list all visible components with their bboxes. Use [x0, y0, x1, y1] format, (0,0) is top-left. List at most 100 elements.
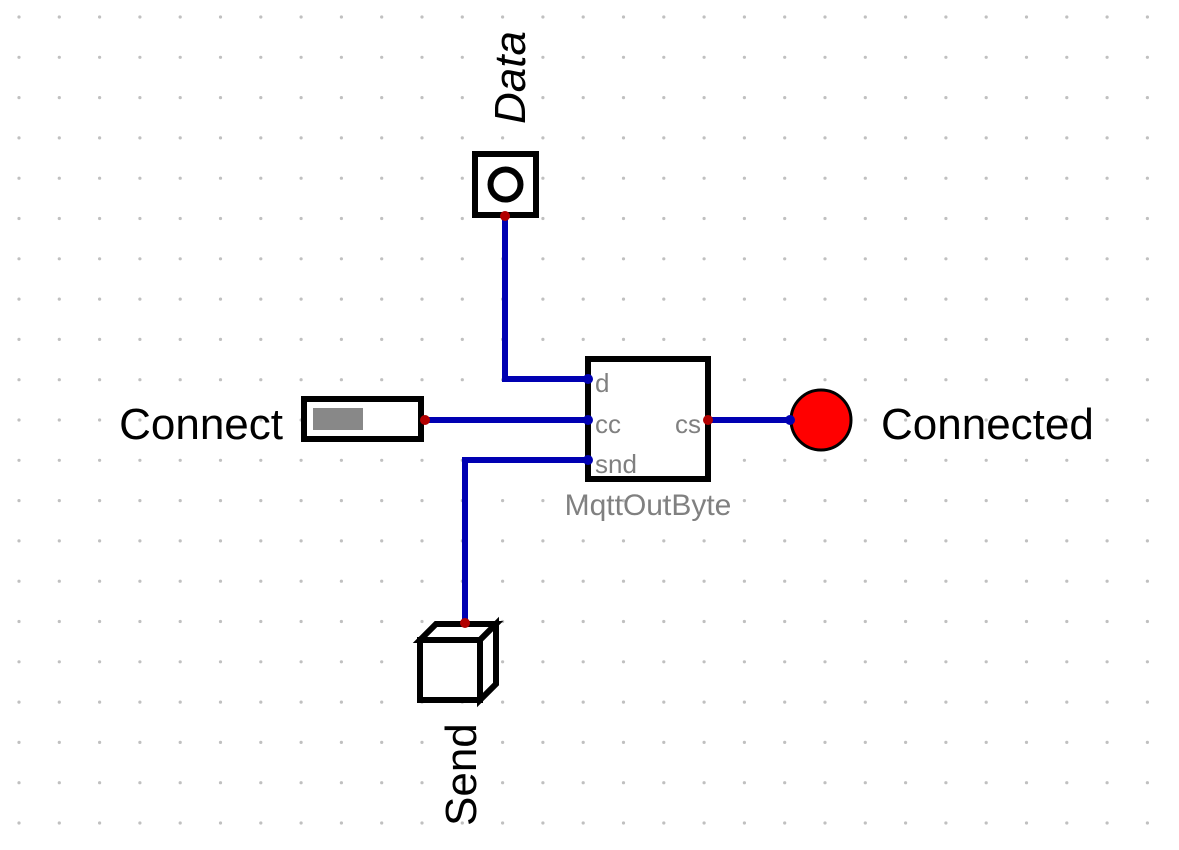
grid-dot: [621, 297, 626, 301]
grid-dot: [662, 619, 666, 624]
data-label: Data: [486, 31, 535, 124]
grid-dot: [823, 821, 827, 825]
grid-dot: [944, 297, 948, 301]
data-input[interactable]: Data: [472, 31, 539, 218]
grid-dot: [218, 136, 223, 140]
grid-dot: [783, 55, 787, 59]
grid-dot: [984, 176, 988, 180]
grid-dot: [823, 740, 827, 745]
grid-dot: [138, 458, 142, 462]
grid-dot: [783, 337, 787, 341]
grid-dot: [178, 458, 182, 462]
wire-data-to-d[interactable]: [502, 217, 588, 382]
grid-dot: [138, 257, 142, 261]
grid-dot: [1145, 55, 1149, 59]
grid-dot: [259, 499, 263, 503]
grid-dot: [823, 257, 827, 261]
grid-dot: [662, 216, 666, 221]
grid-dot: [1145, 15, 1149, 19]
grid-dot: [501, 660, 505, 664]
grid-dot: [1024, 539, 1029, 543]
grid-dot: [138, 297, 142, 301]
grid-dot: [702, 499, 706, 503]
grid-dot: [742, 700, 747, 704]
grid-dot: [1024, 55, 1029, 59]
grid-dot: [621, 499, 626, 503]
grid-dot: [823, 458, 827, 462]
grid-dot: [742, 15, 747, 19]
grid-dot: [420, 297, 424, 301]
grid-dot: [501, 781, 505, 785]
grid-dot: [904, 257, 908, 261]
grid-dot: [621, 257, 626, 261]
grid-dot: [1024, 579, 1029, 583]
grid-dot: [98, 176, 102, 180]
grid-dot: [259, 579, 263, 583]
component-name: MqttOutByte: [565, 489, 732, 522]
grid-dot: [259, 96, 263, 100]
grid-dot: [702, 821, 706, 825]
grid-dot: [98, 378, 102, 382]
grid-dot: [299, 297, 303, 301]
grid-dot: [581, 257, 585, 261]
grid-dot: [57, 337, 61, 341]
grid-dot: [783, 660, 787, 664]
grid-dot: [17, 619, 21, 624]
send-button[interactable]: Send: [412, 616, 504, 826]
grid-dot: [1145, 176, 1149, 180]
grid-dot: [501, 136, 505, 140]
grid-dot: [259, 418, 263, 422]
grid-dot: [57, 781, 61, 785]
grid-dot: [218, 579, 223, 583]
grid-dot: [1105, 55, 1109, 59]
grid-dot: [581, 579, 585, 583]
grid-dot: [1065, 700, 1069, 704]
grid-dot: [863, 337, 867, 341]
grid-dot: [1024, 176, 1029, 180]
grid-dot: [501, 740, 505, 745]
grid-dot: [178, 216, 182, 221]
connect-switch[interactable]: Connect: [119, 396, 424, 449]
grid-dot: [380, 821, 384, 825]
grid-dot: [1065, 821, 1069, 825]
grid-dot: [1105, 539, 1109, 543]
grid-dot: [1105, 378, 1109, 382]
grid-dot: [863, 499, 867, 503]
grid-dot: [742, 458, 747, 462]
grid-dot: [823, 136, 827, 140]
grid-dot: [138, 136, 142, 140]
grid-dot: [541, 539, 545, 543]
grid-dot: [621, 176, 626, 180]
grid-dot: [541, 499, 545, 503]
grid-dot: [1145, 781, 1149, 785]
grid-dot: [339, 55, 343, 59]
grid-dot: [178, 337, 182, 341]
grid-dot: [541, 216, 545, 221]
grid-dot: [178, 297, 182, 301]
grid-dot: [1065, 499, 1069, 503]
grid-dot: [621, 539, 626, 543]
connected-led[interactable]: Connected: [789, 388, 1094, 452]
grid-dot: [218, 176, 223, 180]
mqtt-out-byte-component[interactable]: d cc snd cs MqttOutByte: [565, 356, 732, 522]
grid-dot: [621, 136, 626, 140]
grid-dot: [742, 136, 747, 140]
grid-dot: [17, 257, 21, 261]
grid-dot: [944, 740, 948, 745]
grid-dot: [17, 176, 21, 180]
grid-dot: [823, 216, 827, 221]
grid-dot: [17, 499, 21, 503]
grid-dot: [1105, 96, 1109, 100]
grid-dot: [581, 660, 585, 664]
grid-dot: [1105, 15, 1109, 19]
grid-dot: [259, 458, 263, 462]
grid-dot: [984, 539, 988, 543]
grid-dot: [1024, 216, 1029, 221]
grid-dot: [1145, 740, 1149, 745]
grid-dot: [380, 216, 384, 221]
grid-dot: [218, 337, 223, 341]
grid-dot: [1065, 216, 1069, 221]
wire-send-to-snd[interactable]: [462, 457, 588, 622]
grid-dot: [57, 176, 61, 180]
